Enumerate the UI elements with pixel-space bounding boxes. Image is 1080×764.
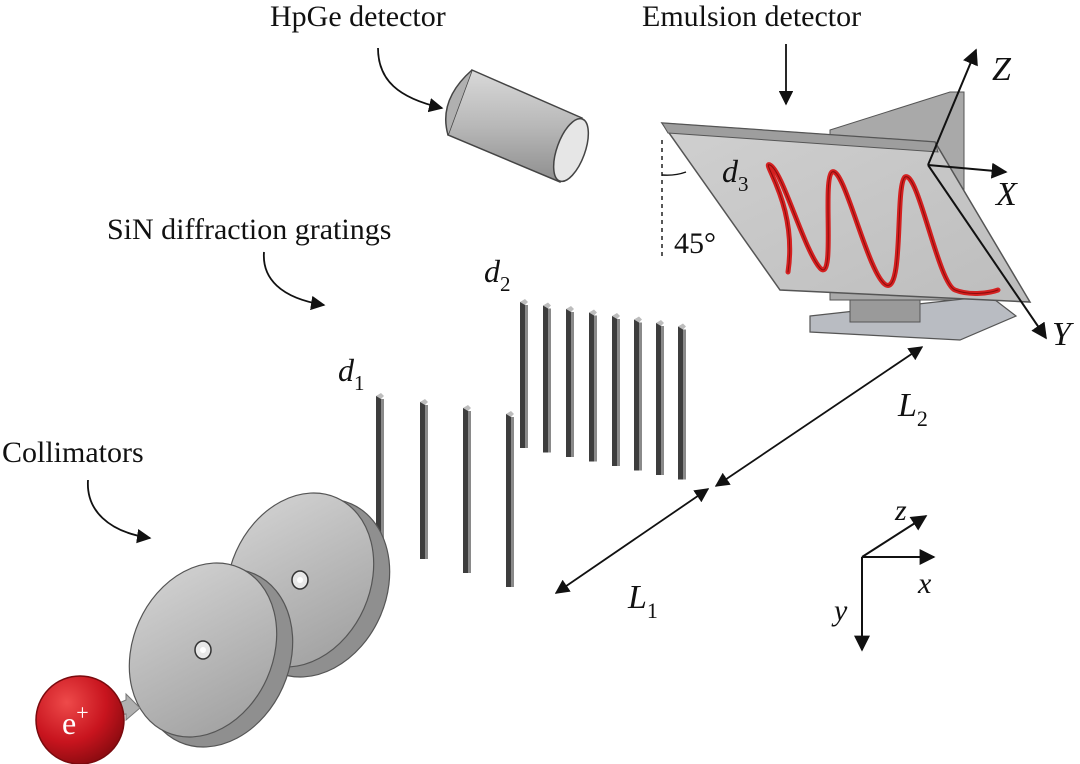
positron: e+	[35, 675, 125, 764]
axis-Y-label: Y	[1052, 316, 1074, 353]
hpge-pointer-arrow	[377, 47, 444, 113]
gratings-pointer-arrow	[263, 251, 326, 311]
collimators-label: Collimators	[2, 436, 144, 469]
positron-ball	[35, 675, 125, 764]
grating-d1	[376, 393, 514, 587]
grating-bar	[612, 313, 620, 466]
grating-bar	[376, 393, 384, 545]
axis-z-label: z	[894, 494, 907, 527]
grating-bar	[678, 323, 686, 480]
gratings-label: SiN diffraction gratings	[107, 213, 391, 246]
hpge-label: HpGe detector	[270, 0, 446, 33]
d1-label: d1	[338, 352, 365, 395]
emulsion-detector	[660, 91, 1032, 341]
axis-X-label: X	[994, 176, 1018, 213]
L1-arrow	[554, 488, 710, 594]
grating-d2	[520, 299, 686, 480]
grating-bar	[463, 405, 471, 573]
angle-arc	[661, 171, 687, 176]
d3-label: d3	[722, 153, 749, 196]
grating-bar	[506, 411, 514, 587]
L1-label: L1	[627, 579, 658, 623]
grating-bar	[656, 320, 664, 475]
collimators-pointer-arrow	[87, 479, 152, 544]
axis-y-label: y	[831, 594, 848, 627]
axis-x-label: x	[917, 567, 932, 600]
grating-bar	[420, 399, 428, 559]
grating-bar	[634, 316, 642, 471]
grating-bar	[543, 302, 551, 453]
L2-label: L2	[897, 387, 928, 431]
emulsion-label: Emulsion detector	[642, 0, 861, 33]
L2-arrow	[714, 346, 924, 487]
hpge-detector	[444, 68, 590, 184]
lower-axes: z x y	[831, 494, 936, 652]
positron-label: e+	[62, 700, 89, 741]
angle-label: 45°	[674, 227, 716, 260]
collimator-disc-front	[128, 562, 294, 748]
upper-axes: Z X Y	[927, 48, 1074, 353]
d2-label: d2	[484, 253, 511, 296]
grating-bar	[566, 306, 574, 457]
axis-Z-label: Z	[992, 51, 1012, 88]
grating-bar	[520, 299, 528, 448]
grating-bar	[589, 309, 597, 462]
